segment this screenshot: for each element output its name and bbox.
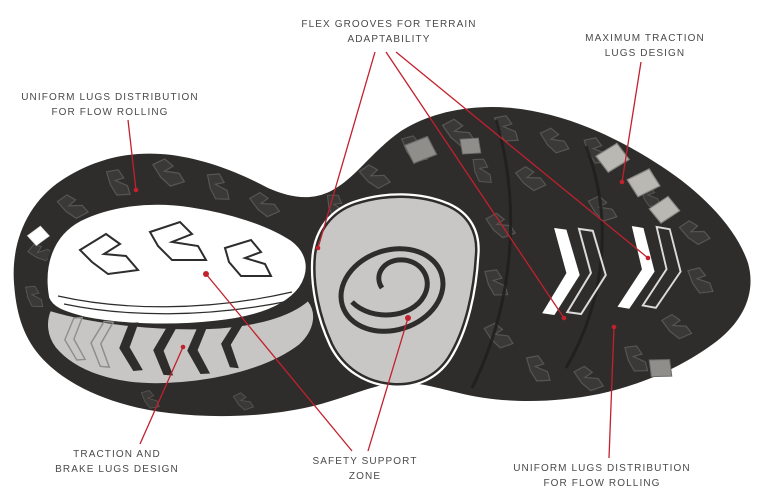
leader-safety-1: [205, 273, 353, 452]
leader-dot: [133, 187, 139, 193]
leader-dot: [561, 315, 567, 321]
leader-dot: [611, 324, 617, 330]
flex-line: [63, 300, 290, 315]
label-uniform-lugs-bottom-right: UNIFORM LUGS DISTRIBUTION FOR FLOW ROLLI…: [513, 463, 691, 489]
brake-lugs-zone: [46, 298, 316, 386]
label-maximum-traction: MAXIMUM TRACTION LUGS DESIGN: [585, 33, 705, 59]
leader-lines: [127, 51, 651, 459]
label-traction-brake: TRACTION AND BRAKE LUGS DESIGN: [55, 449, 179, 475]
brake-band: [46, 298, 316, 386]
forefoot-white-zone: [45, 202, 309, 326]
leader-flex-3: [395, 51, 649, 259]
leader-dot: [405, 315, 411, 321]
leader-dot: [619, 179, 625, 185]
leader-dot: [180, 344, 186, 350]
lug-outline: [223, 238, 273, 277]
leader-dot: [315, 245, 321, 251]
leader-brake: [139, 346, 184, 445]
label-safety-support-zone: SAFETY SUPPORT ZONE: [312, 456, 418, 482]
leader-dot: [203, 271, 209, 277]
leader-flex-1: [317, 51, 376, 249]
leader-safety-2: [367, 317, 409, 452]
leader-flex-2: [385, 51, 565, 319]
leader-max-traction: [621, 61, 642, 183]
leader-dot: [645, 255, 651, 261]
panel-surface: [313, 195, 478, 386]
leader-uniform-bottom-right: [608, 326, 615, 459]
label-flex-grooves: FLEX GROOVES FOR TERRAIN ADAPTABILITY: [301, 19, 477, 45]
safety-support-panel: [310, 193, 480, 388]
flex-groove: [564, 145, 604, 369]
lug-outline: [78, 232, 140, 276]
flex-groove: [470, 119, 513, 389]
label-uniform-lugs-top-left: UNIFORM LUGS DISTRIBUTION FOR FLOW ROLLI…: [21, 92, 199, 118]
flex-grooves: [470, 119, 604, 389]
leader-uniform-top-left: [127, 119, 137, 191]
lug-outline: [148, 220, 208, 261]
flex-line: [57, 291, 293, 308]
